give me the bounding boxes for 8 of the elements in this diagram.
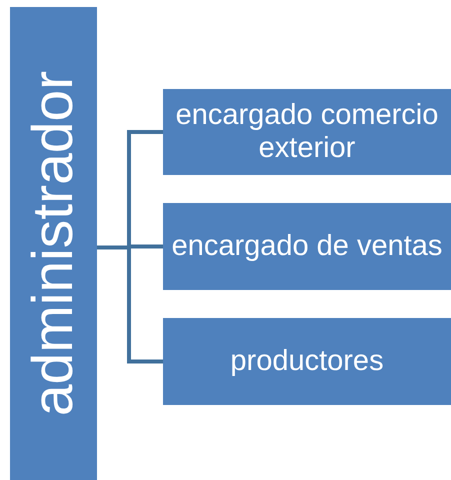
root-bar: [10, 7, 97, 480]
role-label: encargado comercio exterior: [174, 98, 440, 166]
role-box: [163, 89, 451, 175]
role-label: encargado de ventas: [170, 230, 444, 264]
role-title: administrador: [25, 70, 82, 416]
role-box: [163, 203, 451, 290]
role-box: [163, 318, 451, 405]
role-label: productores: [229, 344, 385, 378]
